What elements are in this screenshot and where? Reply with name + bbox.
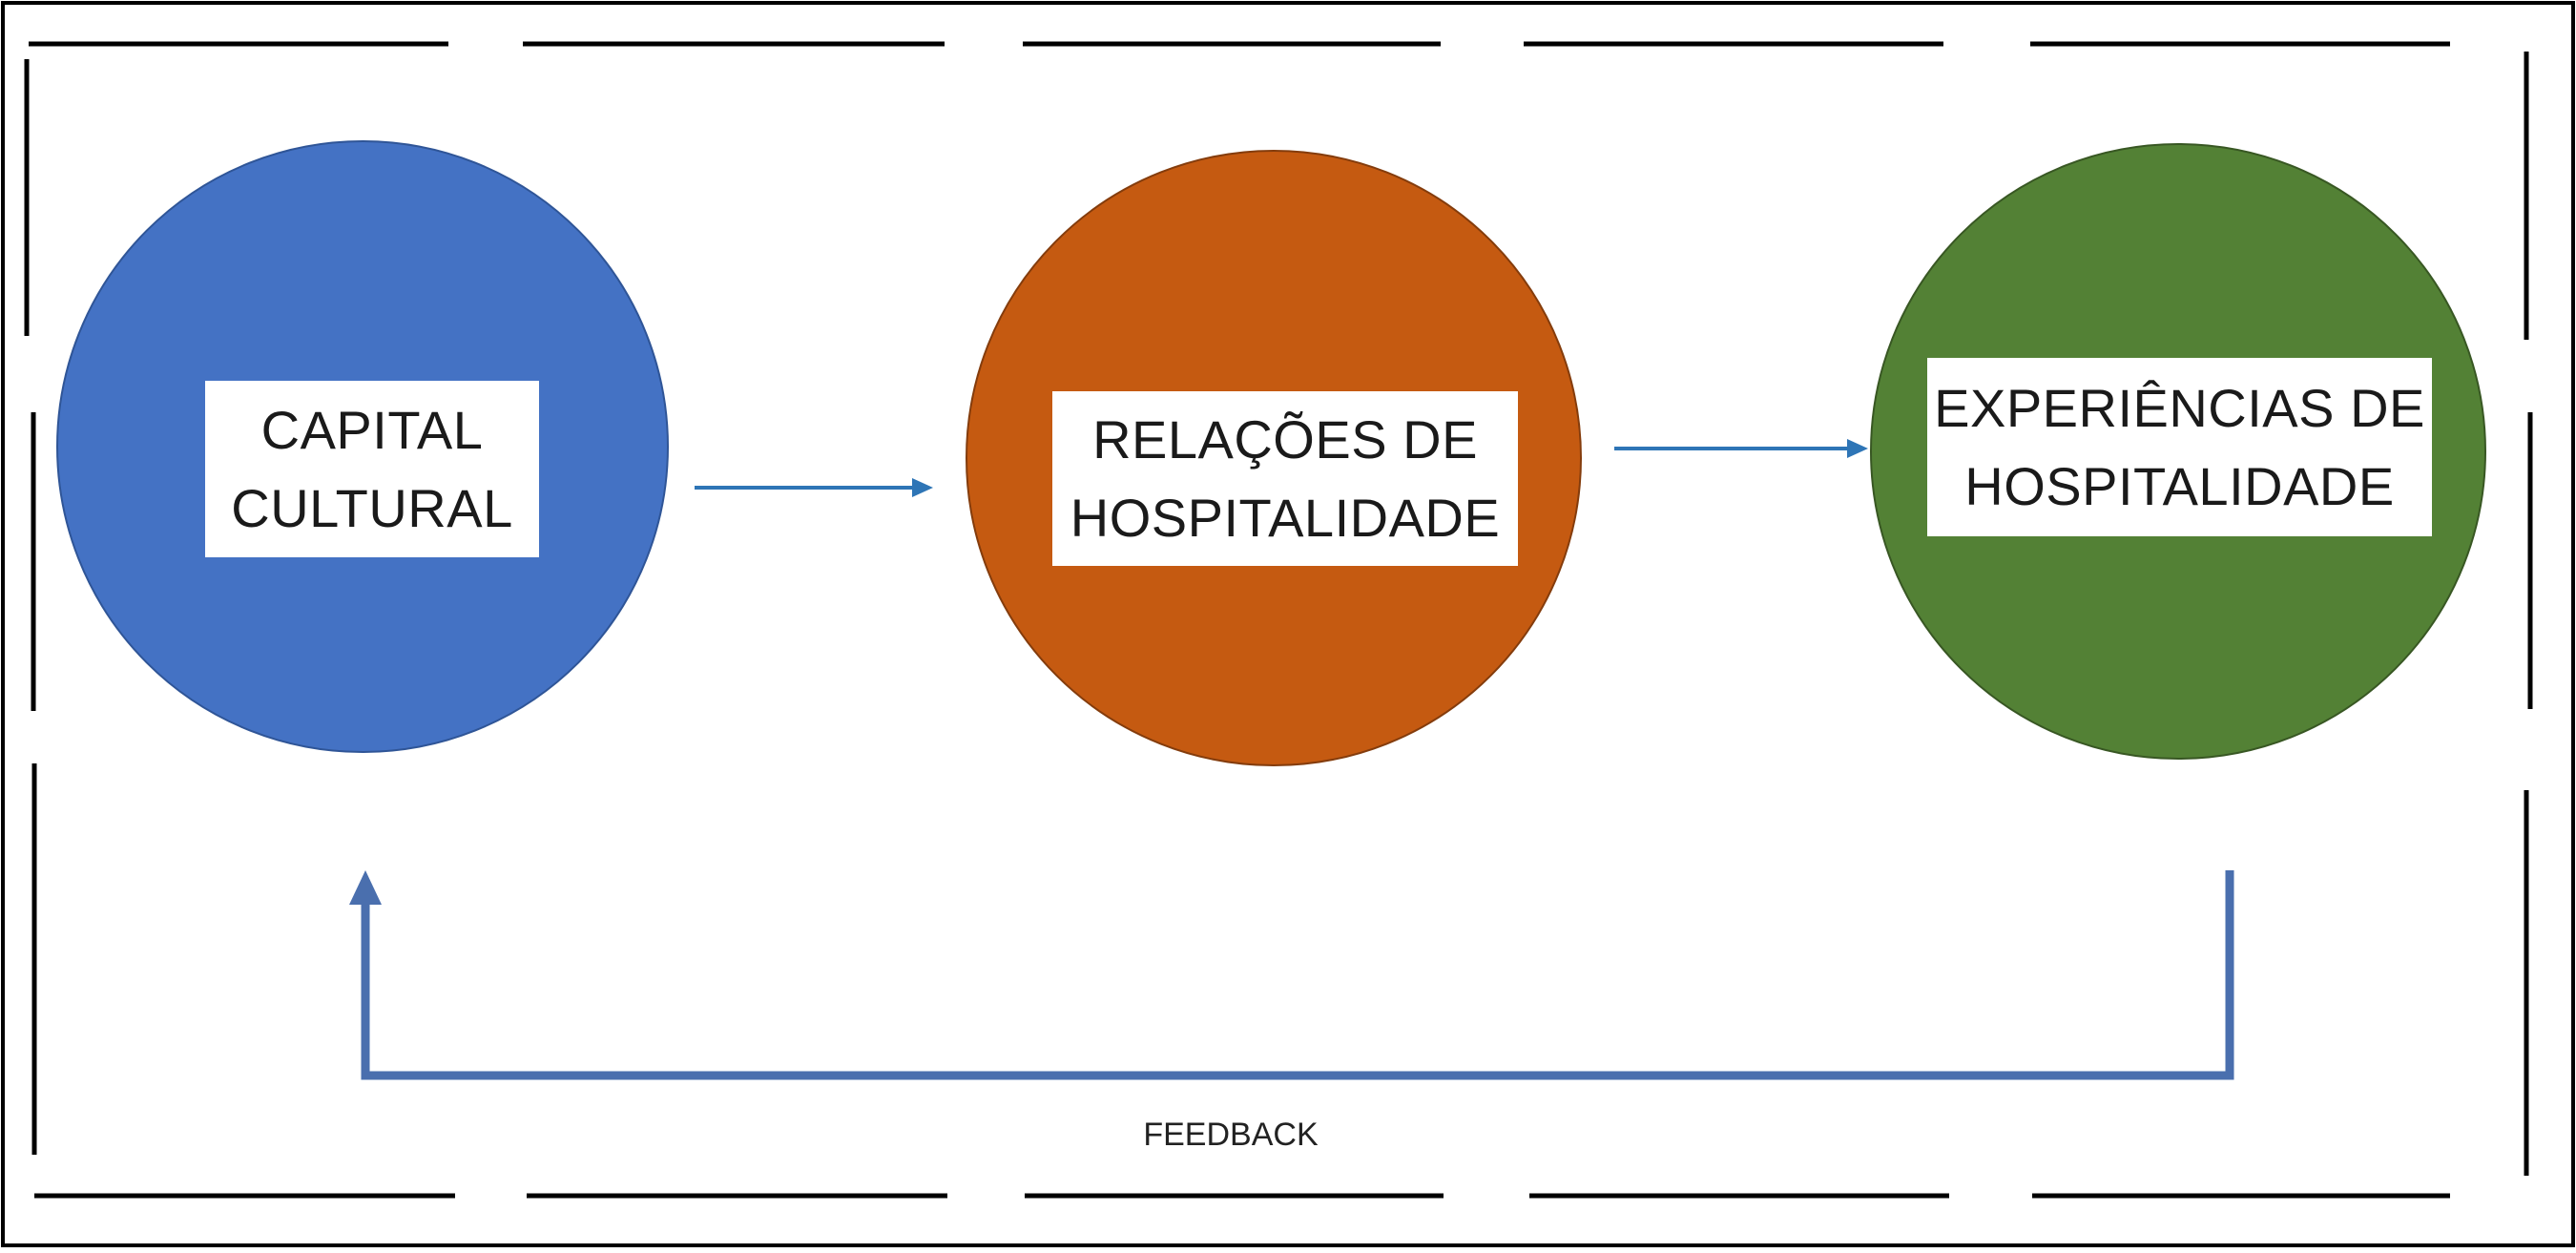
relacoes-line-1: RELAÇÕES DE	[1092, 409, 1478, 470]
flow-arrow-2	[1614, 439, 1868, 458]
capital-cultural-line-1: CAPITAL	[260, 400, 484, 461]
experiencias-line-1: EXPERIÊNCIAS DE	[1934, 378, 2425, 439]
feedback-label: FEEDBACK	[1143, 1117, 1319, 1153]
relacoes-label: RELAÇÕES DE HOSPITALIDADE	[1052, 391, 1518, 566]
feedback-arrow	[349, 870, 2234, 1080]
capital-cultural-label: CAPITAL CULTURAL	[205, 381, 539, 557]
dashed-border	[24, 41, 2533, 1199]
experiencias-label: EXPERIÊNCIAS DE HOSPITALIDADE	[1927, 358, 2432, 536]
capital-cultural-line-2: CULTURAL	[231, 477, 513, 538]
flow-arrow-1	[695, 478, 933, 497]
experiencias-line-2: HOSPITALIDADE	[1964, 455, 2395, 516]
relacoes-line-2: HOSPITALIDADE	[1070, 487, 1501, 548]
